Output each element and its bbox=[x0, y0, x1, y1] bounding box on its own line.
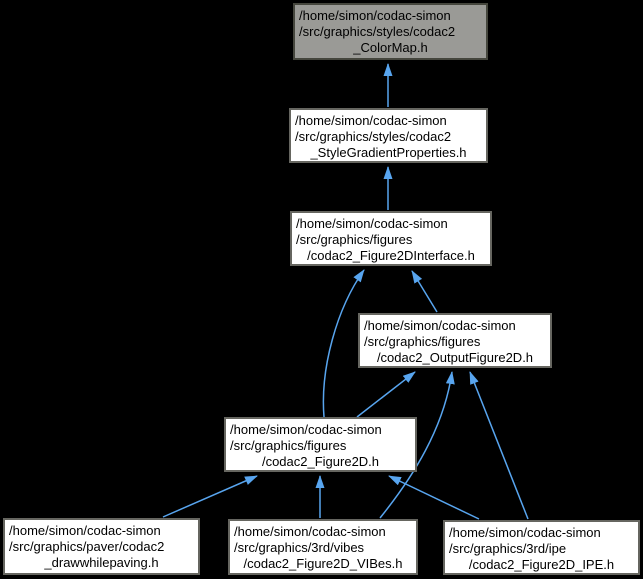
graph-node-figure2d[interactable]: /home/simon/codac-simon/src/graphics/fig… bbox=[224, 417, 417, 472]
node-label-line: /src/graphics/figures bbox=[230, 438, 347, 453]
node-label-line: _StyleGradientProperties.h bbox=[310, 145, 467, 160]
node-label-line: /codac2_Figure2D_IPE.h bbox=[468, 557, 615, 572]
graph-node-figure2d-vibes[interactable]: /home/simon/codac-simon/src/graphics/3rd… bbox=[228, 519, 418, 575]
node-label-line: /src/graphics/paver/codac2 bbox=[9, 539, 165, 554]
edge-figure2d-to-outputfigure2d bbox=[356, 371, 416, 418]
graph-node-outputfigure2d[interactable]: /home/simon/codac-simon/src/graphics/fig… bbox=[358, 313, 552, 368]
node-label-line: /src/graphics/figures bbox=[364, 334, 481, 349]
graph-node-figure2dinterface[interactable]: /home/simon/codac-simon/src/graphics/fig… bbox=[290, 211, 492, 266]
node-label-line: /home/simon/codac-simon bbox=[449, 525, 601, 540]
graph-node-colormap[interactable]: /home/simon/codac-simon/src/graphics/sty… bbox=[293, 3, 488, 60]
edge-figure2d-to-figure2dinterface bbox=[322, 269, 365, 418]
node-label-line: /home/simon/codac-simon bbox=[295, 113, 447, 128]
node-label-line: /src/graphics/figures bbox=[296, 232, 413, 247]
edge-figure2d-ipe-to-outputfigure2d bbox=[469, 371, 529, 520]
node-label-line: /codac2_Figure2D_VIBes.h bbox=[243, 556, 403, 571]
node-label-line: /src/graphics/styles/codac2 bbox=[299, 24, 456, 39]
edge-figure2d-vibes-to-outputfigure2d bbox=[379, 371, 455, 519]
edge-drawwhilepaving-to-figure2d bbox=[162, 475, 258, 518]
node-label-line: /codac2_OutputFigure2D.h bbox=[376, 350, 534, 365]
node-label-line: /home/simon/codac-simon bbox=[234, 524, 386, 539]
edge-outputfigure2d-to-figure2dinterface bbox=[411, 270, 438, 313]
node-label-line: _drawwhilepaving.h bbox=[44, 555, 159, 570]
node-label-line: /home/simon/codac-simon bbox=[364, 318, 516, 333]
node-label-line: /src/graphics/3rd/vibes bbox=[234, 540, 365, 555]
node-label-line: /home/simon/codac-simon bbox=[299, 8, 451, 23]
graph-node-figure2d-ipe[interactable]: /home/simon/codac-simon/src/graphics/3rd… bbox=[443, 520, 640, 575]
node-label-line: /codac2_Figure2D.h bbox=[261, 454, 380, 469]
graph-node-stylegradientproperties[interactable]: /home/simon/codac-simon/src/graphics/sty… bbox=[289, 108, 488, 163]
node-label-line: /src/graphics/3rd/ipe bbox=[449, 541, 567, 556]
node-label-line: /home/simon/codac-simon bbox=[230, 422, 382, 437]
node-label-line: _ColorMap.h bbox=[353, 40, 428, 55]
edge-figure2d-ipe-to-figure2d bbox=[388, 475, 480, 520]
node-label-line: /src/graphics/styles/codac2 bbox=[295, 129, 452, 144]
graph-node-drawwhilepaving[interactable]: /home/simon/codac-simon/src/graphics/pav… bbox=[3, 518, 200, 575]
node-label-line: /codac2_Figure2DInterface.h bbox=[307, 248, 475, 263]
node-label-line: /home/simon/codac-simon bbox=[296, 216, 448, 231]
node-label-line: /home/simon/codac-simon bbox=[9, 523, 161, 538]
